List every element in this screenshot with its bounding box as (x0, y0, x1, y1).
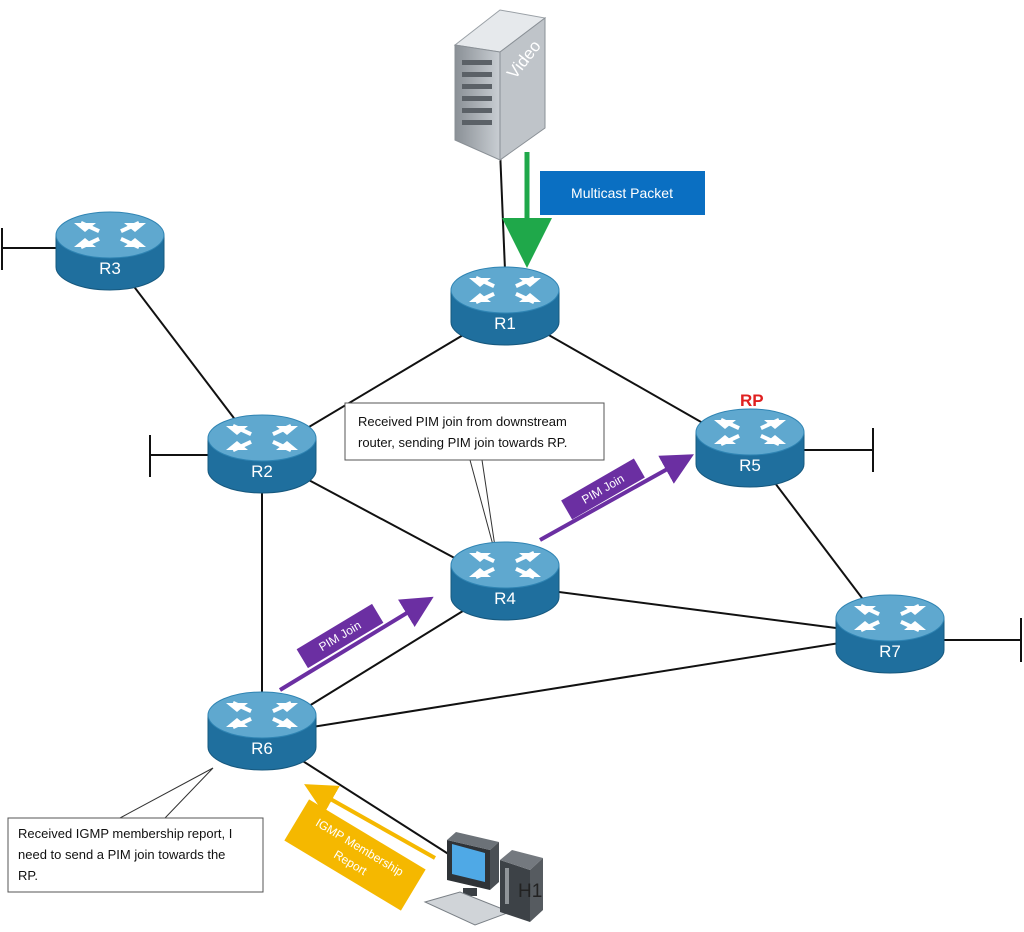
host-h1: H1 (423, 832, 543, 926)
r4-callout: Received PIM join from downstream router… (344, 402, 605, 461)
router-arrows-icon (854, 603, 926, 633)
rp-label: RP (740, 391, 764, 410)
router-r2: R2 (207, 414, 317, 494)
router-r4: R4 (450, 541, 560, 621)
pim-join-arrow-r4-r5 (539, 454, 694, 542)
r5-stub (800, 428, 874, 472)
igmp-arrow (304, 784, 436, 860)
router-r3: R3 (55, 211, 165, 291)
r7-stub (940, 618, 1022, 662)
router-arrows-icon (714, 417, 786, 447)
router-label: R4 (494, 589, 516, 608)
svg-text:RP.: RP. (18, 868, 38, 883)
router-label: R1 (494, 314, 516, 333)
router-label: R6 (251, 739, 273, 758)
router-arrows-icon (226, 700, 298, 730)
router-r5: R5 (695, 408, 805, 488)
host-label: H1 (518, 881, 542, 902)
pc-tower (500, 850, 543, 922)
r2-stub (149, 435, 210, 477)
svg-text:Multicast Packet: Multicast Packet (571, 185, 673, 201)
router-arrows-icon (74, 220, 146, 250)
router-r1: R1 (450, 266, 560, 346)
router-arrows-icon (469, 275, 541, 305)
svg-text:router, sending PIM join towar: router, sending PIM join towards RP. (358, 435, 567, 450)
router-arrows-icon (226, 423, 298, 453)
svg-text:need to send a PIM join toward: need to send a PIM join towards the (18, 847, 225, 862)
video-server: Video (453, 9, 547, 161)
stub-interfaces (1, 228, 1022, 662)
router-r7: R7 (835, 594, 945, 674)
router-label: R2 (251, 462, 273, 481)
svg-text:Received IGMP membership repor: Received IGMP membership report, I (18, 826, 232, 841)
pim-join-arrow-r6-r4 (278, 596, 434, 692)
link-r4-r7 (504, 584, 891, 636)
keyboard (423, 891, 512, 926)
r3-stub (1, 228, 60, 270)
router-arrows-icon (469, 550, 541, 580)
svg-text:Received PIM join from downstr: Received PIM join from downstream (358, 414, 567, 429)
multicast-packet-label: Multicast Packet (540, 171, 705, 215)
monitor (447, 832, 499, 896)
router-r6: R6 (207, 691, 317, 771)
r6-callout-pointer (119, 767, 214, 819)
igmp-membership-report-label: IGMP Membership Report (284, 799, 426, 911)
router-label: R3 (99, 259, 121, 278)
link-r1-video (499, 149, 506, 271)
r6-callout: Received IGMP membership report, I need … (7, 817, 264, 893)
link-r6-r7 (261, 634, 891, 736)
router-label: R7 (879, 642, 901, 661)
router-label: R5 (739, 456, 761, 475)
server-rack-slots (462, 60, 492, 125)
